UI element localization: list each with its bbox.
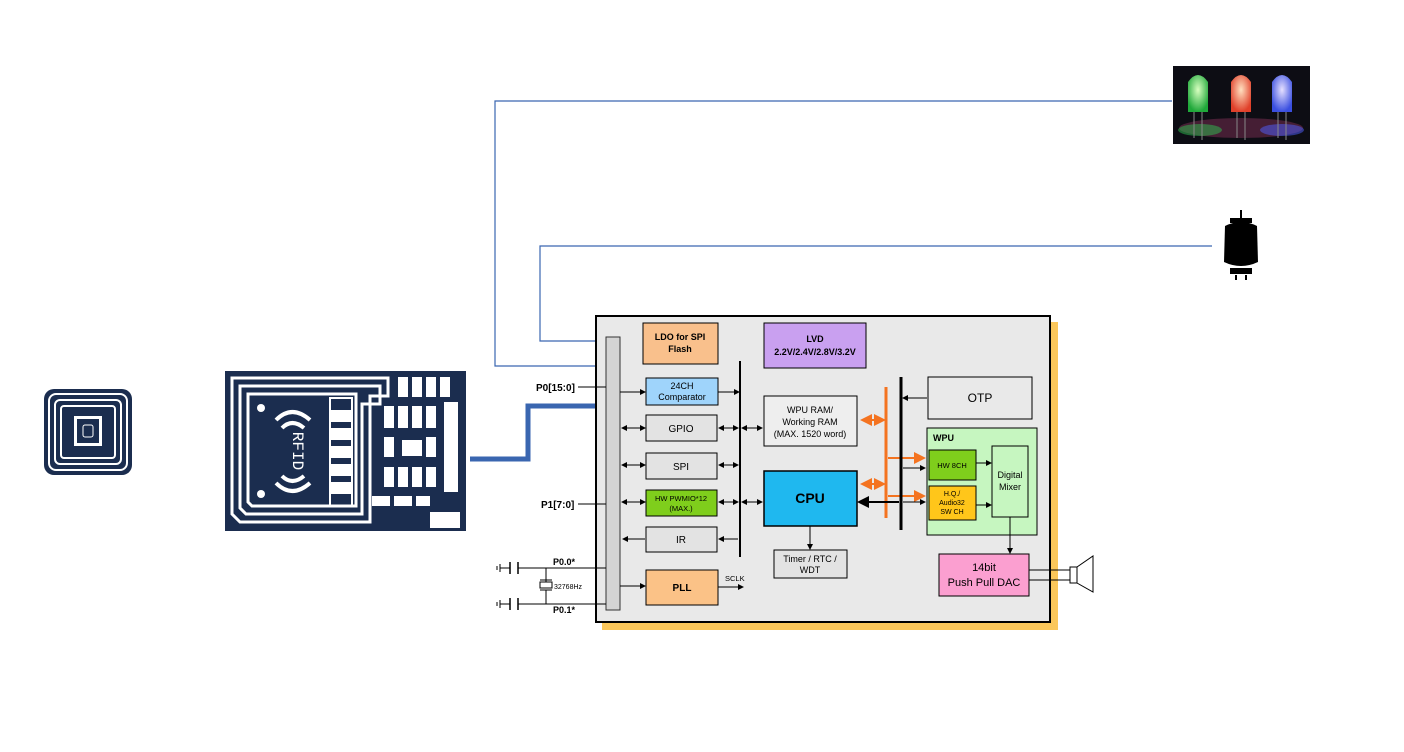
led-wire xyxy=(494,100,1172,367)
cpu-block: CPU xyxy=(763,470,858,527)
nfc-tag-icon xyxy=(44,389,132,475)
port-p00-label: P0.0* xyxy=(553,557,576,567)
wpu-label: WPU xyxy=(933,433,954,443)
dac-label-line2: Push Pull DAC xyxy=(948,577,1021,589)
audio32-label-line1: H.Q./ xyxy=(944,491,960,498)
port-pins: P0[15:0] P1[7:0] P0.0* P0.1* 32768Hz xyxy=(496,383,606,615)
right-bus xyxy=(857,377,927,530)
otp-label: OTP xyxy=(968,391,993,405)
motor-wire xyxy=(539,245,1212,342)
lvd-block: LVD 2.2V/2.4V/2.8V/3.2V xyxy=(763,322,867,369)
ldo-label-line1: LDO for SPI xyxy=(655,332,706,342)
ldo-block: LDO for SPI Flash xyxy=(642,322,719,365)
motor-icon xyxy=(1224,210,1258,280)
hw8ch-label: HW 8CH xyxy=(937,461,967,470)
rfid-card-icon: RFID xyxy=(225,371,466,531)
crystal-label: 32768Hz xyxy=(554,584,583,591)
comparator-block: 24CH Comparator xyxy=(620,377,740,406)
ldo-label-line2: Flash xyxy=(668,344,692,354)
cpu-label: CPU xyxy=(795,490,825,506)
audio32-label-line2: Audio32 xyxy=(939,500,965,507)
lvd-label-line1: LVD xyxy=(806,334,824,344)
ram-label-line2: Working RAM xyxy=(782,417,837,427)
rfid-card-label: RFID xyxy=(288,432,306,470)
port-p01-label: P0.1* xyxy=(553,605,576,615)
sclk-label: SCLK xyxy=(725,574,745,583)
rfid-wire xyxy=(470,403,596,462)
timer-block: Timer / RTC / WDT xyxy=(773,526,848,579)
lvd-label-line2: 2.2V/2.4V/2.8V/3.2V xyxy=(774,347,856,357)
pwm-block: HW PWMIO*12 (MAX.) xyxy=(621,489,739,517)
pwm-label-line2: (MAX.) xyxy=(669,504,693,513)
timer-label-line1: Timer / RTC / xyxy=(783,554,837,564)
ir-block: IR xyxy=(622,526,738,553)
dac-block: 14bit Push Pull DAC xyxy=(938,517,1030,597)
mixer-label-line2: Mixer xyxy=(999,482,1021,492)
ram-label-line3: (MAX. 1520 word) xyxy=(774,429,847,439)
ram-block: WPU RAM/ Working RAM (MAX. 1520 word) xyxy=(763,395,858,447)
orange-bus xyxy=(860,387,926,518)
audio32-label-line3: SW CH xyxy=(940,509,963,516)
gpio-label: GPIO xyxy=(668,424,693,435)
comparator-label-line1: 24CH xyxy=(670,381,693,391)
mixer-label-line1: Digital xyxy=(997,470,1022,480)
port-p1-label: P1[7:0] xyxy=(541,500,574,511)
pll-block: PLL SCLK xyxy=(620,569,745,606)
spi-label: SPI xyxy=(673,462,689,473)
ir-label: IR xyxy=(676,535,686,546)
pll-label: PLL xyxy=(673,583,692,594)
ram-label-line1: WPU RAM/ xyxy=(787,405,833,415)
comparator-label-line2: Comparator xyxy=(658,392,706,402)
speaker-icon xyxy=(1029,555,1094,593)
spi-block: SPI xyxy=(621,452,739,480)
pwm-label-line1: HW PWMIO*12 xyxy=(655,494,707,503)
connection-wires xyxy=(470,100,1212,462)
gpio-block: GPIO xyxy=(621,414,763,442)
wpu-block: WPU HW 8CH H.Q./ Audio32 SW CH Digital M… xyxy=(926,427,1038,536)
dac-label-line1: 14bit xyxy=(972,562,996,574)
rgb-leds-icon xyxy=(1173,66,1310,144)
timer-label-line2: WDT xyxy=(800,565,821,575)
otp-block: OTP xyxy=(927,376,1033,420)
port-p0-label: P0[15:0] xyxy=(536,383,575,394)
port-bus xyxy=(605,336,621,611)
